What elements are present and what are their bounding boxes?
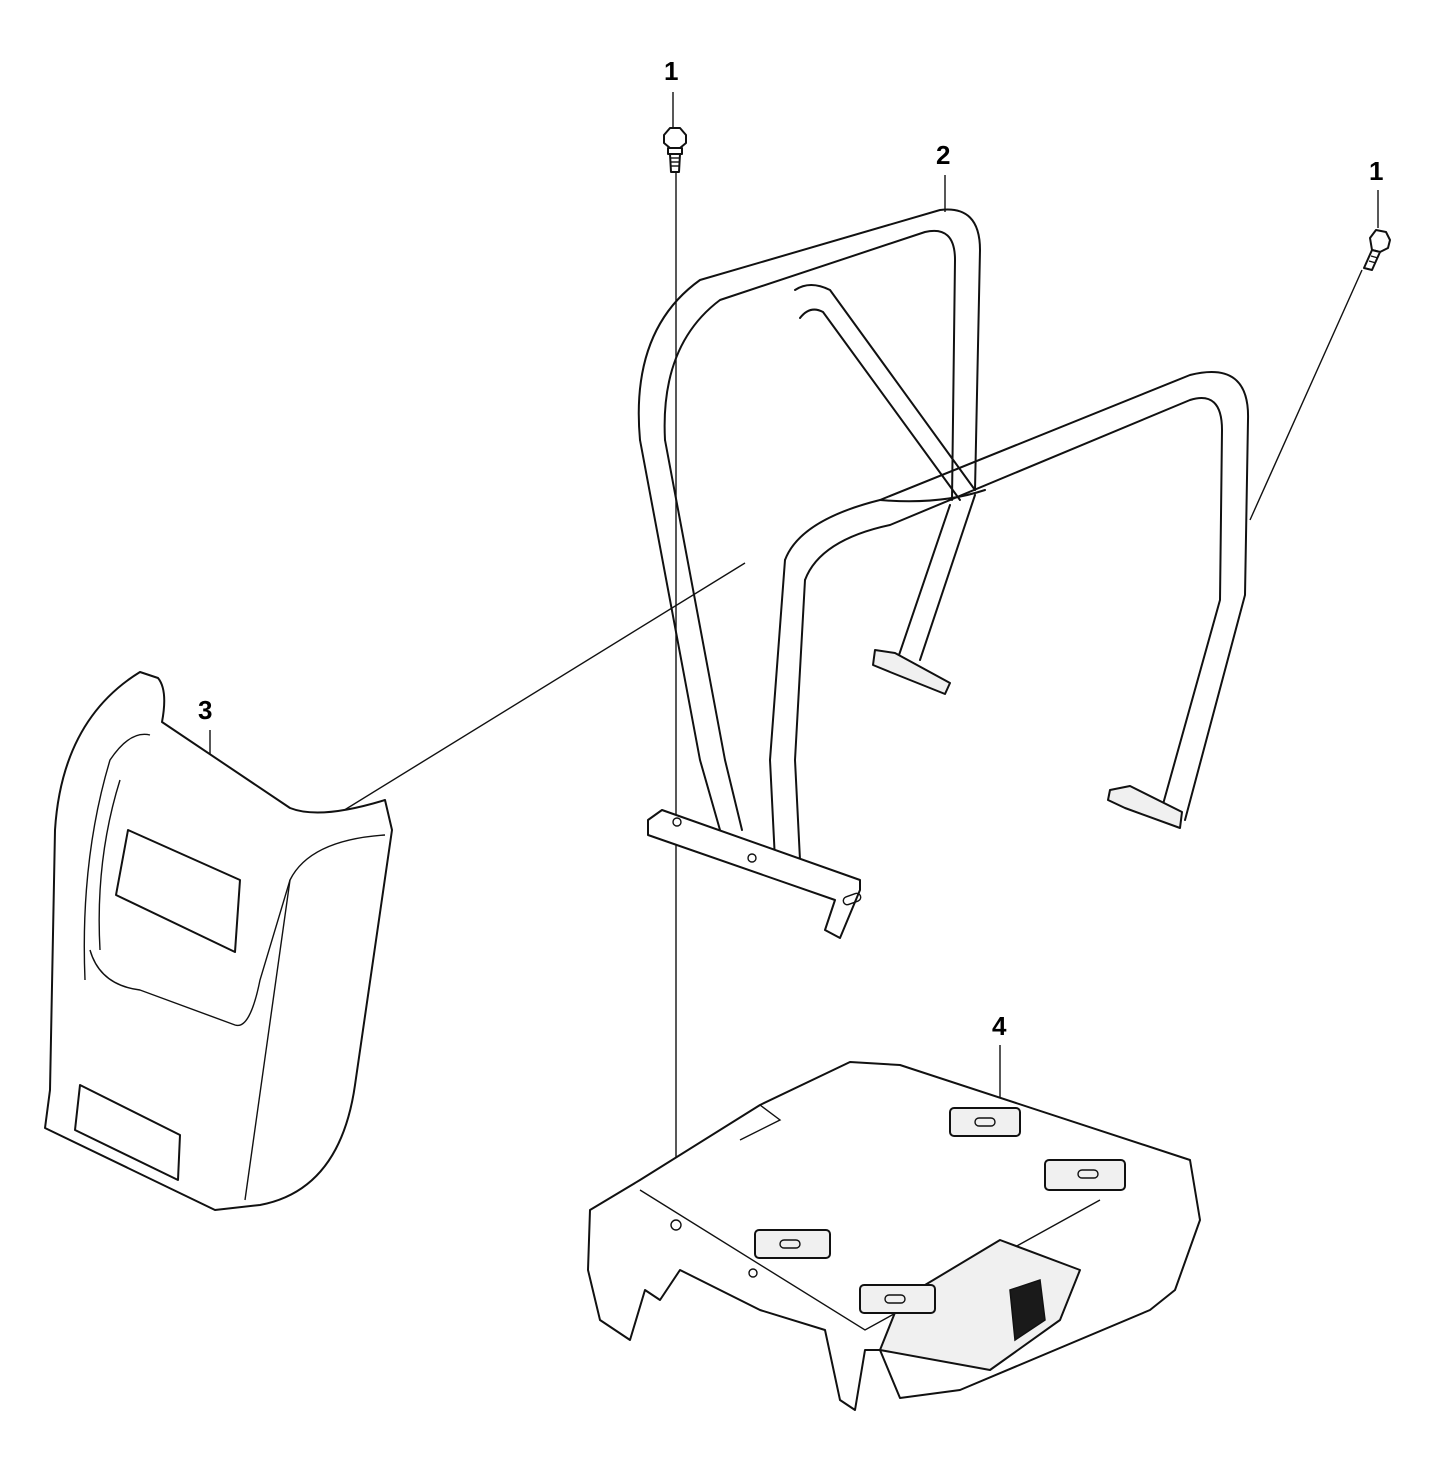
callout-base: 4 [992, 1011, 1007, 1041]
frame-tube [637, 208, 1250, 861]
callout-frame: 2 [936, 140, 951, 170]
leader-lines [209, 92, 1379, 1230]
callout-bolt-right: 1 [1369, 156, 1384, 186]
cover [44, 671, 393, 1211]
callout-bolt-left: 1 [664, 56, 679, 86]
bolt-left [663, 127, 687, 173]
base [587, 1061, 1201, 1411]
callout-cover: 3 [198, 695, 213, 725]
frame-foot-plates [647, 649, 1183, 939]
bolt-right [1363, 229, 1391, 271]
